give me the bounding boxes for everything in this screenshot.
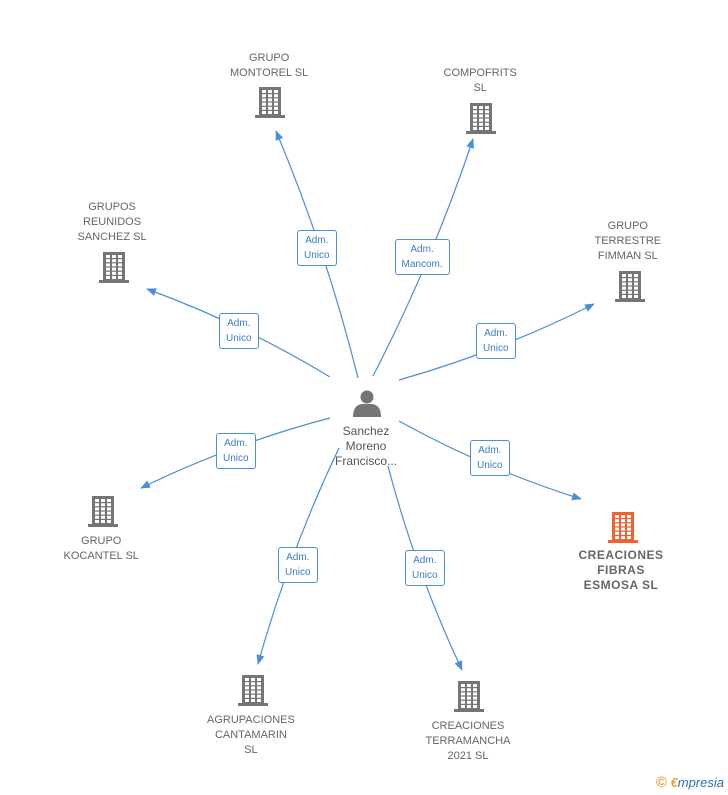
edge-label-grupos-reunidos-sanchez[interactable]: Adm. Unico bbox=[219, 313, 259, 349]
company-label-line: TERRAMANCHA bbox=[425, 735, 511, 747]
company-label-creaciones-terramancha[interactable]: CREACIONES TERRAMANCHA 2021 SL bbox=[426, 719, 511, 764]
edge-label-line: Adm. bbox=[305, 235, 329, 246]
building-icon[interactable] bbox=[608, 512, 638, 543]
brand-logo-text: mpresia bbox=[677, 775, 724, 790]
company-label-line: SL bbox=[244, 744, 258, 756]
company-label-line: SANCHEZ SL bbox=[77, 231, 147, 243]
company-label-grupos-reunidos-sanchez[interactable]: GRUPOS REUNIDOS SANCHEZ SL bbox=[78, 200, 147, 245]
company-label-line: GRUPOS bbox=[88, 201, 136, 213]
company-label-line: 2021 SL bbox=[447, 750, 489, 762]
company-label-line: AGRUPACIONES bbox=[207, 714, 295, 726]
brand-logo-initial: € bbox=[670, 775, 678, 790]
building-icon[interactable] bbox=[466, 103, 496, 134]
company-label-line: KOCANTEL SL bbox=[63, 550, 139, 562]
edge-label-line: Unico bbox=[412, 570, 438, 581]
company-label-compofrits[interactable]: COMPOFRITS SL bbox=[444, 66, 517, 96]
edge-label-line: Adm. bbox=[484, 328, 508, 339]
edge-label-grupo-terrestre-fimman[interactable]: Adm. Unico bbox=[476, 323, 516, 359]
company-label-line: CREACIONES bbox=[578, 548, 664, 562]
building-icon[interactable] bbox=[454, 681, 484, 712]
company-label-line: FIMMAN SL bbox=[597, 250, 658, 262]
edge-label-line: Unico bbox=[226, 333, 252, 344]
edge-label-compofrits[interactable]: Adm. Mancom. bbox=[394, 239, 450, 275]
company-label-line: REUNIDOS bbox=[83, 216, 142, 228]
company-label-line: SL bbox=[473, 82, 487, 94]
edge-label-line: Unico bbox=[223, 453, 249, 464]
person-icon[interactable] bbox=[353, 390, 381, 418]
company-label-line: ESMOSA SL bbox=[583, 578, 659, 592]
edge-label-creaciones-terramancha[interactable]: Adm. Unico bbox=[405, 550, 445, 586]
company-label-line: MONTOREL SL bbox=[230, 67, 309, 79]
company-label-line: CANTAMARIN bbox=[214, 729, 287, 741]
edge-label-line: Adm. bbox=[224, 438, 248, 449]
edge-label-line: Adm. bbox=[227, 318, 251, 329]
edge-label-grupo-kocantel[interactable]: Adm. Unico bbox=[216, 433, 256, 469]
icons-layer bbox=[88, 87, 645, 712]
company-label-line: COMPOFRITS bbox=[443, 67, 517, 79]
company-label-grupo-kocantel[interactable]: GRUPO KOCANTEL SL bbox=[64, 534, 139, 564]
edge-label-line: Unico bbox=[304, 250, 330, 261]
edge-label-line: Unico bbox=[483, 343, 509, 354]
company-label-line: FIBRAS bbox=[597, 563, 645, 577]
company-label-line: CREACIONES bbox=[431, 720, 505, 732]
copyright-symbol: © bbox=[655, 774, 667, 791]
edge-label-line: Adm. bbox=[410, 244, 434, 255]
company-label-grupo-montorel[interactable]: GRUPO MONTOREL SL bbox=[230, 51, 308, 81]
edge-label-line: Adm. bbox=[413, 555, 437, 566]
edge-label-agrupaciones-cantamarin[interactable]: Adm. Unico bbox=[278, 547, 318, 583]
center-label-line: Sanchez bbox=[342, 424, 390, 438]
edge-label-line: Unico bbox=[285, 567, 311, 578]
company-label-line: GRUPO bbox=[81, 535, 122, 547]
company-label-line: TERRESTRE bbox=[594, 235, 662, 247]
edge-label-grupo-montorel[interactable]: Adm. Unico bbox=[297, 230, 337, 266]
center-label-line: Moreno bbox=[345, 439, 387, 453]
brand-footer: © €mpresia bbox=[656, 774, 724, 791]
company-label-line: GRUPO bbox=[248, 52, 290, 64]
edge-label-line: Unico bbox=[477, 460, 503, 471]
company-label-agrupaciones-cantamarin[interactable]: AGRUPACIONES CANTAMARIN SL bbox=[207, 713, 295, 758]
edge-label-line: Adm. bbox=[478, 445, 502, 456]
building-icon[interactable] bbox=[238, 675, 268, 706]
building-icon[interactable] bbox=[255, 87, 285, 118]
building-icon[interactable] bbox=[99, 252, 129, 283]
edge-label-line: Adm. bbox=[286, 552, 310, 563]
building-icon[interactable] bbox=[88, 496, 118, 527]
center-label-line: Francisco... bbox=[335, 454, 398, 468]
edge-label-creaciones-fibras-esmosa[interactable]: Adm. Unico bbox=[470, 440, 510, 476]
company-label-grupo-terrestre-fimman[interactable]: GRUPO TERRESTRE FIMMAN SL bbox=[595, 219, 662, 264]
building-icon[interactable] bbox=[615, 271, 645, 302]
company-label-line: GRUPO bbox=[607, 220, 648, 232]
edge-label-line: Mancom. bbox=[401, 259, 443, 270]
